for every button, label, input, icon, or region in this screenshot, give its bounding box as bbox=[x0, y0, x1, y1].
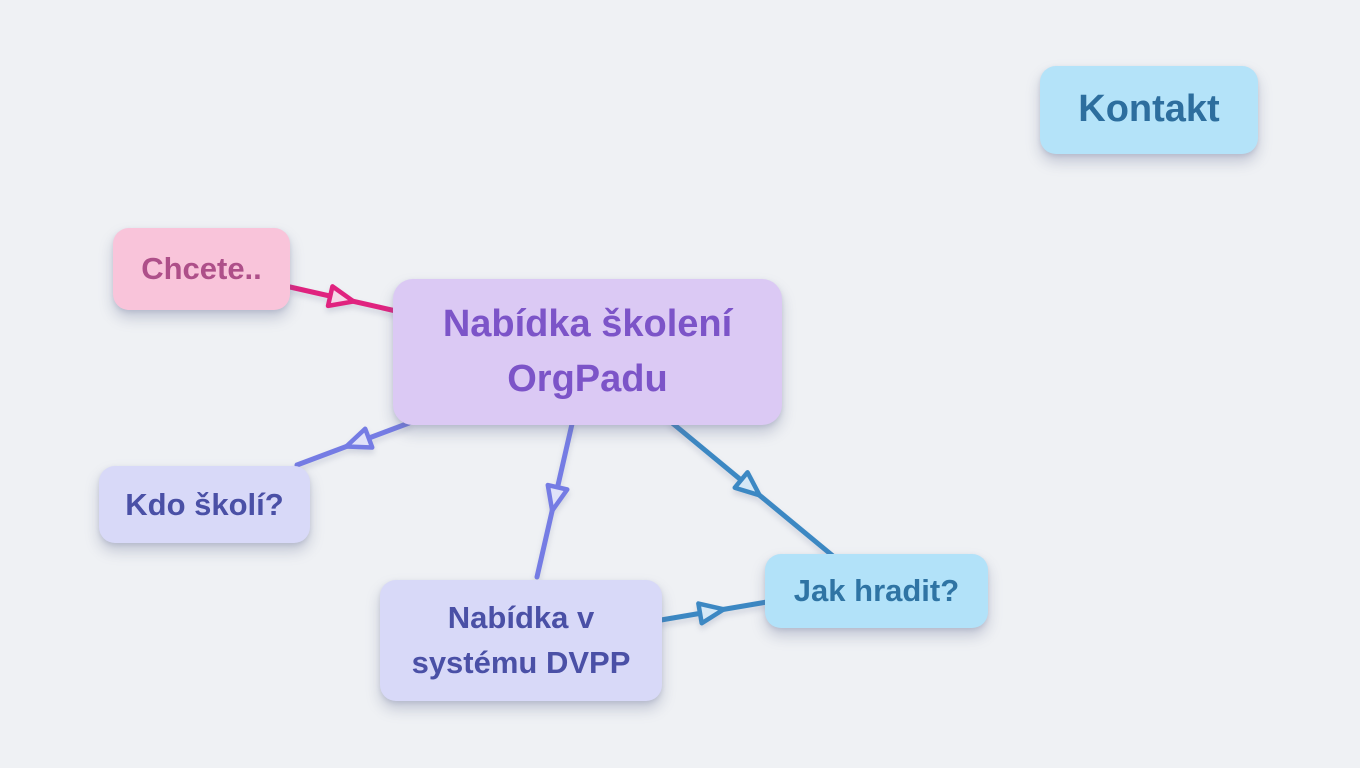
edge-nabidka-to-jak[interactable] bbox=[668, 419, 836, 559]
node-label: Kdo školí? bbox=[125, 486, 284, 522]
node-kontakt[interactable]: Kontakt bbox=[1040, 66, 1258, 154]
edge-arrowhead-icon bbox=[696, 601, 726, 626]
node-nabidka-dvpp[interactable]: Nabídka v systému DVPP bbox=[380, 580, 662, 701]
node-label: Kontakt bbox=[1078, 88, 1220, 131]
edge-arrowhead-icon bbox=[732, 470, 762, 498]
node-chcete[interactable]: Chcete.. bbox=[113, 228, 290, 310]
edge-nabidka-to-kdo[interactable] bbox=[294, 420, 412, 468]
edge-chcete-to-nabidka[interactable] bbox=[287, 284, 399, 314]
edge-nabidka-to-dvpp[interactable] bbox=[534, 421, 575, 580]
edge-arrowhead-icon bbox=[545, 482, 570, 513]
edge-dvpp-to-jak[interactable] bbox=[658, 599, 770, 626]
node-label: Nabídka v systému DVPP bbox=[411, 599, 631, 680]
node-jak-hradit[interactable]: Jak hradit? bbox=[765, 554, 988, 628]
edge-arrowhead-icon bbox=[325, 284, 356, 309]
node-label: Nabídka školení OrgPadu bbox=[442, 302, 733, 400]
node-label: Jak hradit? bbox=[793, 573, 960, 609]
node-nabidka-skoleni[interactable]: Nabídka školení OrgPadu bbox=[393, 279, 782, 425]
edge-arrowhead-icon bbox=[343, 426, 375, 450]
node-label: Chcete.. bbox=[141, 251, 262, 287]
node-kdo-skoli[interactable]: Kdo školí? bbox=[99, 466, 310, 543]
